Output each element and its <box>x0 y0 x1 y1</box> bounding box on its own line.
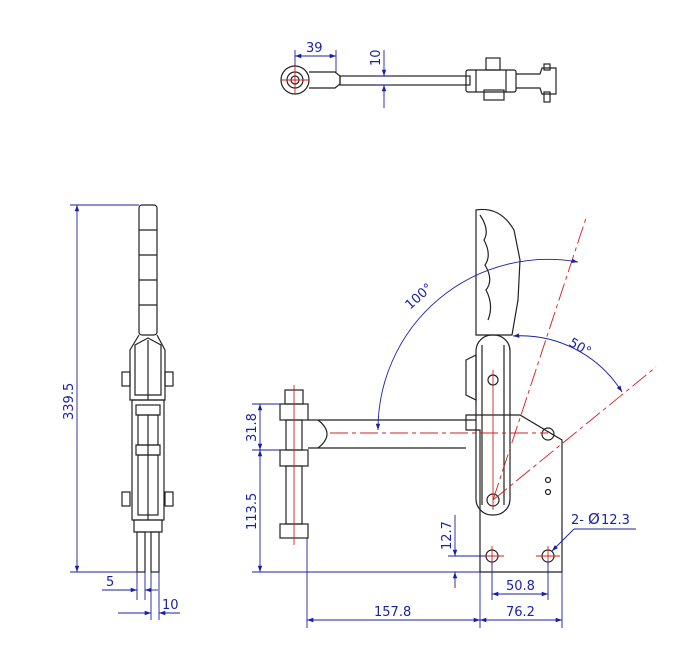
dim-31-8: 31.8 <box>245 413 260 442</box>
side-view: 339.5 5 10 <box>62 204 180 620</box>
top-view: 39 10 <box>280 41 557 108</box>
hole-diameter-symbol: Ø <box>588 510 600 528</box>
dim-side-5: 5 <box>106 575 114 590</box>
dim-12-7: 12.7 <box>440 521 455 550</box>
dim-side-10: 10 <box>162 598 179 613</box>
hole-diameter-value: 12.3 <box>601 513 630 528</box>
angle-100: 100° <box>403 281 436 313</box>
dim-height-339-5: 339.5 <box>62 383 77 420</box>
dim-76-2: 76.2 <box>506 605 535 620</box>
hole-callout-prefix: 2- <box>571 513 584 528</box>
dim-113-5: 113.5 <box>245 493 260 530</box>
dim-top-39: 39 <box>306 41 323 56</box>
angle-50: 50° <box>566 335 593 360</box>
dim-top-10: 10 <box>369 49 384 66</box>
dim-157-8: 157.8 <box>374 605 411 620</box>
front-view: 100° 50° 31.8 113.5 12.7 50.8 76.2 157.8… <box>245 208 657 628</box>
dim-50-8: 50.8 <box>506 579 535 594</box>
